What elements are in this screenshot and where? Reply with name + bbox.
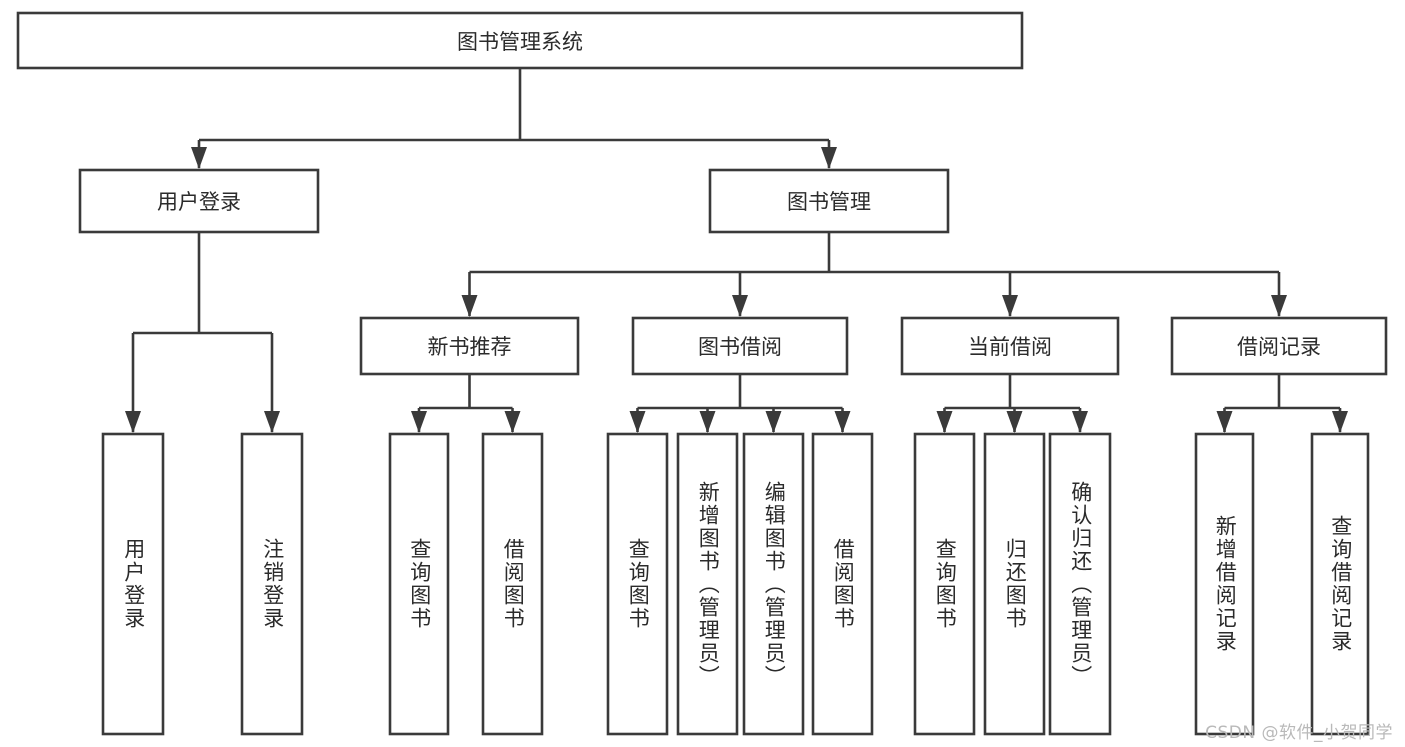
node-leaf-3[interactable] bbox=[481, 432, 544, 736]
arrow-head-icon bbox=[629, 411, 646, 433]
arrow-head-icon bbox=[1006, 411, 1023, 433]
node-root[interactable] bbox=[16, 11, 1024, 70]
node-leaf-8[interactable] bbox=[913, 432, 976, 736]
node-leaf-0[interactable] bbox=[101, 432, 165, 736]
arrow-head-icon bbox=[1072, 411, 1088, 433]
arrow-head-icon bbox=[461, 295, 478, 317]
arrow-head-icon bbox=[191, 147, 207, 169]
arrow-head-icon bbox=[1271, 295, 1287, 317]
arrow-head-icon bbox=[504, 411, 521, 433]
node-leaf-12[interactable] bbox=[1310, 432, 1370, 736]
arrow-head-icon bbox=[1332, 411, 1348, 433]
arrow-head-icon bbox=[125, 411, 141, 433]
arrow-head-icon bbox=[821, 147, 837, 169]
arrow-head-icon bbox=[765, 411, 782, 433]
arrow-head-icon bbox=[264, 411, 280, 433]
node-level3-2[interactable] bbox=[900, 316, 1120, 376]
node-leaf-5[interactable] bbox=[676, 432, 739, 736]
node-leaf-11[interactable] bbox=[1194, 432, 1255, 736]
node-layer bbox=[16, 11, 1388, 736]
node-level3-1[interactable] bbox=[631, 316, 849, 376]
node-leaf-9[interactable] bbox=[983, 432, 1046, 736]
node-leaf-6[interactable] bbox=[742, 432, 805, 736]
arrow-head-icon bbox=[411, 411, 427, 433]
node-level3-3[interactable] bbox=[1170, 316, 1388, 376]
node-level2-1[interactable] bbox=[708, 168, 950, 234]
arrow-head-icon bbox=[732, 295, 748, 317]
node-leaf-10[interactable] bbox=[1048, 432, 1112, 736]
arrow-head-icon bbox=[834, 411, 851, 433]
node-leaf-7[interactable] bbox=[811, 432, 874, 736]
arrow-head-icon bbox=[1216, 411, 1233, 433]
arrow-head-icon bbox=[1002, 295, 1018, 317]
arrow-head-icon bbox=[936, 411, 953, 433]
node-leaf-2[interactable] bbox=[388, 432, 450, 736]
node-level3-0[interactable] bbox=[359, 316, 580, 376]
watermark-text: CSDN @软件_小贺同学 bbox=[1205, 723, 1393, 743]
node-leaf-4[interactable] bbox=[606, 432, 669, 736]
node-leaf-1[interactable] bbox=[240, 432, 304, 736]
node-level2-0[interactable] bbox=[78, 168, 320, 234]
connector-layer bbox=[125, 68, 1348, 433]
arrow-head-icon bbox=[699, 411, 716, 433]
